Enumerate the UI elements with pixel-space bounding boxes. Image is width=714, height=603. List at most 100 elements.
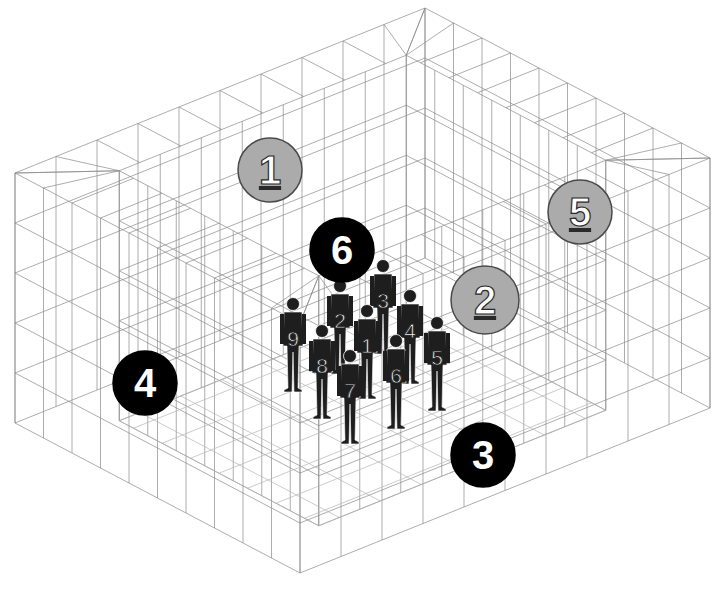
grid-line	[15, 8, 425, 173]
grid-line	[365, 72, 366, 322]
grid-line	[119, 105, 406, 221]
callout-number: 1	[361, 335, 373, 356]
grey-marker-circle: 5	[547, 179, 613, 245]
grid-line	[606, 158, 710, 160]
grid-line	[343, 41, 386, 64]
grid-line	[302, 58, 345, 81]
grid-line	[324, 88, 325, 338]
callout-number: 6	[390, 365, 402, 386]
grid-line	[587, 208, 588, 458]
grid-line	[606, 160, 669, 174]
grid-line	[506, 83, 568, 108]
grid-line	[300, 358, 710, 523]
grid-line	[300, 323, 301, 573]
grid-line	[271, 308, 272, 558]
grid-line	[300, 258, 710, 423]
grid-line	[220, 91, 263, 114]
grid-line	[43, 188, 44, 438]
grid-line	[384, 25, 406, 56]
callout-number: 1	[259, 150, 281, 190]
grid-line	[176, 201, 177, 451]
grid-line	[243, 293, 244, 543]
grid-line	[243, 268, 305, 293]
grid-line	[300, 323, 301, 573]
grid-line	[482, 210, 483, 460]
grid-line	[546, 224, 547, 474]
grid-line	[15, 258, 425, 423]
wall-grid	[15, 8, 710, 573]
grid-line	[204, 216, 205, 466]
grid-line	[15, 158, 425, 323]
grid-line	[421, 235, 464, 258]
grid-line	[233, 231, 234, 481]
grid-line	[606, 143, 682, 160]
grid-line	[319, 410, 606, 526]
grid-line	[140, 413, 340, 518]
grid-line	[482, 38, 483, 288]
callout-number: 2	[334, 310, 346, 331]
human-figure	[424, 317, 450, 412]
grey-marker-circle: 2	[450, 265, 520, 335]
black-marker-circle: 4	[112, 350, 178, 416]
grey-marker-circle: 1	[237, 137, 303, 203]
grid-line	[406, 55, 606, 160]
grid-line	[548, 130, 549, 380]
callout-number: 5	[569, 192, 591, 232]
grid-line	[215, 253, 277, 278]
grid-line	[406, 23, 453, 55]
grid-line	[300, 408, 710, 573]
grid-line	[119, 421, 319, 526]
grid-line	[478, 68, 540, 93]
grid-line	[186, 263, 187, 513]
grid-line	[179, 107, 222, 130]
grid-line	[425, 8, 710, 158]
grid-line	[15, 171, 119, 173]
callout-number: 8	[316, 355, 328, 376]
callout-number: 2	[474, 280, 496, 320]
human-figures	[280, 260, 450, 445]
grid-line	[186, 238, 248, 263]
callout-number: 4	[134, 363, 156, 403]
grid-line	[44, 171, 120, 188]
grid-line	[503, 202, 546, 225]
human-figure	[383, 335, 409, 430]
grid-line	[434, 70, 435, 320]
grid-line	[15, 223, 300, 373]
grid-line	[425, 108, 710, 258]
grid-line	[523, 193, 524, 443]
grid-line	[15, 173, 16, 423]
grid-line	[406, 155, 606, 260]
grid-line	[129, 208, 191, 233]
grid-line	[15, 173, 16, 423]
grid-line	[15, 58, 425, 223]
grid-line	[15, 208, 425, 373]
grid-line	[406, 55, 407, 305]
human-figure	[309, 325, 335, 420]
grid-line	[56, 157, 119, 171]
grid-line	[119, 221, 319, 326]
grid-line	[453, 23, 454, 273]
grid-line	[406, 8, 425, 55]
callout-number: 9	[287, 328, 299, 349]
grid-line	[319, 410, 606, 526]
grid-line	[300, 208, 710, 373]
grid-line	[158, 223, 220, 248]
grid-line	[653, 128, 654, 378]
grid-line	[510, 53, 511, 303]
grid-line	[15, 423, 300, 573]
grid-line	[592, 128, 654, 153]
grid-line	[138, 124, 181, 147]
grid-line	[425, 258, 710, 408]
grid-line	[710, 158, 711, 408]
grid-line	[97, 140, 140, 163]
grid-line	[606, 158, 710, 160]
grid-line	[97, 140, 98, 390]
grid-line	[628, 191, 629, 441]
grid-line	[119, 421, 319, 526]
callout-number: 3	[472, 435, 494, 475]
grid-line	[462, 218, 505, 241]
grid-line	[449, 53, 511, 78]
black-marker-circle: 6	[309, 217, 375, 283]
